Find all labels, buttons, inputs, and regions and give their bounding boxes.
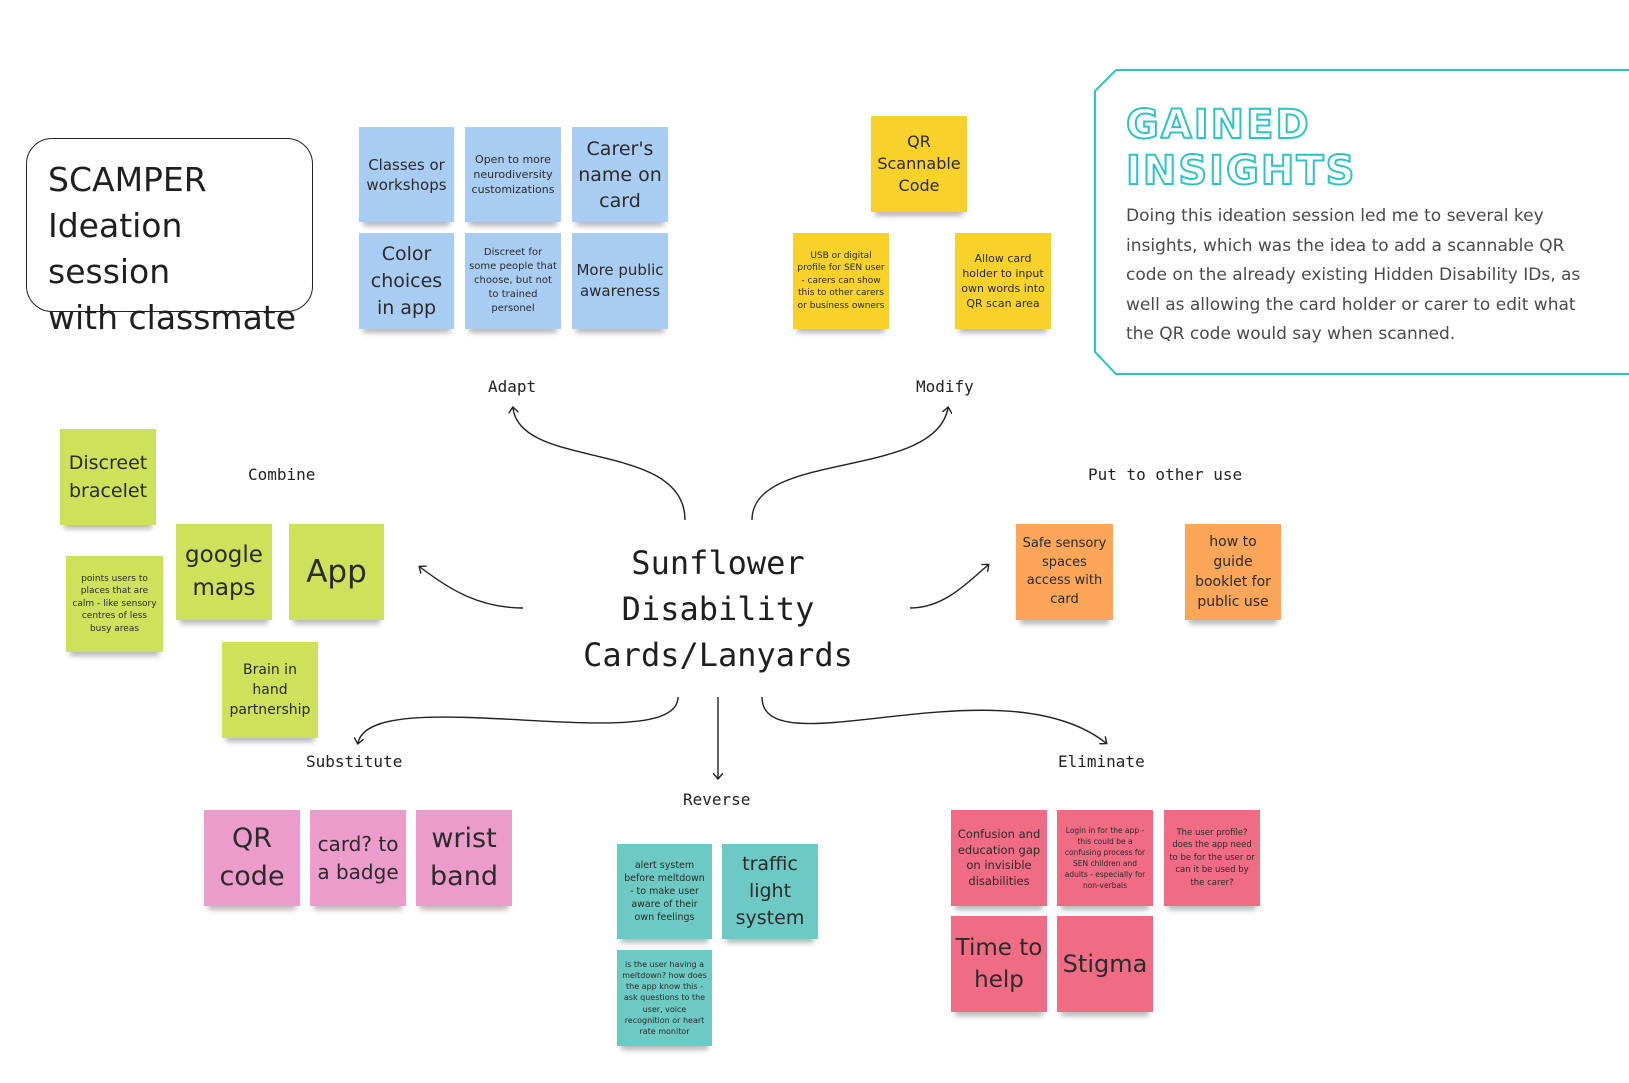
sticky-note[interactable]: Brain in hand partnership [222,642,318,738]
arrow-put-to-other-use [909,565,988,609]
sticky-note[interactable]: points users to places that are calm - l… [66,556,163,652]
sticky-note[interactable]: Confusion and education gap on invisible… [951,810,1047,906]
branch-label-eliminate: Eliminate [1058,752,1145,771]
insights-heading-line: INSIGHTS [1125,147,1357,195]
branch-label-put-to-other-use: Put to other use [1088,465,1243,484]
sticky-note[interactable]: card? to a badge [310,810,406,906]
sticky-note[interactable]: Color choices in app [359,233,454,329]
sticky-note[interactable]: Discreet bracelet [60,429,156,525]
sticky-note[interactable]: alert system before meltdown - to make u… [617,844,712,939]
sticky-note[interactable]: google maps [176,524,272,620]
sticky-note[interactable]: Discreet for some people that choose, bu… [465,233,561,329]
insights-frame [1094,69,1629,375]
arrow-combine [420,567,524,609]
sticky-note[interactable]: traffic light system [722,844,818,939]
arrow-eliminate [761,696,1106,743]
sticky-note[interactable]: Classes or workshops [359,127,454,222]
session-title-line: SCAMPER [48,160,207,199]
arrow-modify [751,408,948,521]
branch-label-modify: Modify [916,377,974,396]
insights-body-text: Doing this ideation session led me to se… [1126,206,1581,344]
sticky-note[interactable]: Allow card holder to input own words int… [955,233,1051,329]
sticky-note[interactable]: USB or digital profile for SEN user - ca… [793,233,889,329]
sticky-note[interactable]: Login in for the app - this could be a c… [1057,810,1153,906]
central-topic-line: Cards/Lanyards [583,636,853,674]
sticky-note[interactable]: how to guide booklet for public use [1185,524,1281,620]
sticky-note[interactable]: QR Scannable Code [871,116,967,212]
branch-label-substitute: Substitute [306,752,403,771]
branch-label-reverse: Reverse [683,790,751,809]
sticky-note[interactable]: Carer's name on card [572,127,668,222]
central-topic: Sunflower Disability Cards/Lanyards [553,540,883,678]
sticky-note[interactable]: The user profile? does the app need to b… [1164,810,1260,906]
sticky-note[interactable]: QR code [204,810,300,906]
arrow-substitute [358,696,679,743]
sticky-note[interactable]: wrist band [416,810,512,906]
sticky-note[interactable]: Stigma [1057,916,1153,1012]
gained-insights-panel: GAINED INSIGHTS Doing this ideation sess… [1094,69,1629,375]
sticky-note[interactable]: More public awareness [572,233,668,329]
branch-label-adapt: Adapt [488,377,537,396]
sticky-note[interactable]: is the user having a meltdown? how does … [617,950,712,1046]
session-title-line: Ideation session [48,206,183,291]
sticky-note[interactable]: Open to more neurodiversity customizatio… [465,127,561,222]
sticky-note[interactable]: Time to help [951,916,1047,1012]
session-title-box: SCAMPER Ideation session with classmate [26,138,313,337]
branch-label-combine: Combine [248,465,316,484]
central-topic-line: Sunflower [631,544,805,582]
arrow-adapt [513,408,686,521]
sticky-note[interactable]: Safe sensory spaces access with card [1016,524,1113,620]
insights-heading: GAINED INSIGHTS [1125,101,1357,195]
sticky-note[interactable]: App [289,524,384,620]
insights-heading-line: GAINED [1125,101,1311,149]
session-title-line: with classmate [48,298,297,337]
central-topic-line: Disability [621,590,815,628]
